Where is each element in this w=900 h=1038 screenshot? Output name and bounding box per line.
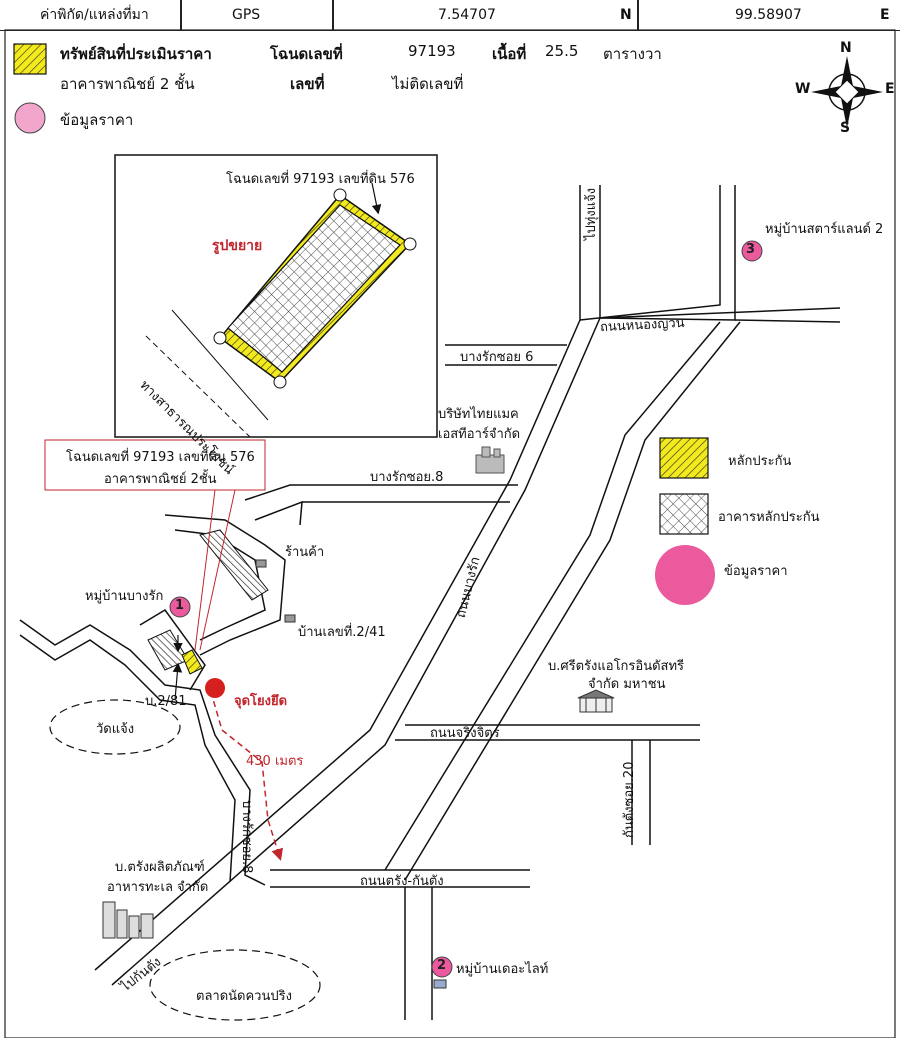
longitude-dir: E	[880, 7, 890, 23]
latitude-value: 7.54707	[438, 7, 496, 23]
checkpoint-dot	[205, 678, 225, 698]
inset-deed-text: โฉนดเลขที่ 97193 เลขที่ดิน 576	[226, 172, 415, 187]
legend-collateral-swatch	[13, 43, 47, 75]
label-road-nongyuan: ถนนหนองญวน	[599, 315, 685, 336]
compass-s: S	[840, 120, 851, 136]
legend-right-building-label: อาคารหลักประกัน	[718, 510, 820, 525]
callout-line1: โฉนดเลขที่ 97193 เลขที่ดิน 576	[66, 450, 255, 465]
route-distance	[207, 681, 284, 861]
label-company2-line1: บ.ศรีตรังแอโกรอินดัสทรี	[548, 659, 685, 674]
legend-right-collateral-label: หลักประกัน	[728, 454, 792, 469]
label-bangrak-soi8-vertical: บางรักซอย.8	[239, 800, 254, 874]
marker-3-dot	[741, 240, 763, 262]
label-house-no: บ้านเลขที่.2/41	[298, 625, 386, 640]
compass-n: N	[840, 40, 852, 56]
legend-area-value: 25.5	[545, 42, 579, 60]
label-shop: ร้านค้า	[285, 545, 325, 560]
marker-3-label: 3	[746, 242, 756, 257]
compass-w: W	[795, 81, 811, 97]
legend-area-unit: ตารางวา	[603, 45, 662, 63]
wat-ellipse	[49, 699, 181, 755]
marker-2-label: 2	[437, 958, 447, 973]
legend-number-label: เลขที่	[290, 75, 325, 93]
legend-deed-label: โฉนดเลขที่	[270, 45, 343, 63]
label-company1-line1: บริษัทไทยแมค	[438, 407, 519, 422]
compass-e: E	[885, 81, 895, 97]
label-village-bangrak: หมู่บ้านบางรัก	[85, 589, 164, 604]
label-market: ตลาดนัดควนปริง	[196, 989, 292, 1004]
label-company1-line2: เอสทีอาร์จำกัด	[438, 427, 521, 442]
market-ellipse	[149, 949, 321, 1021]
callout-line2: อาคารพาณิชย์ 2ชั้น	[104, 472, 217, 487]
label-wat: วัดแจ้ง	[96, 722, 135, 737]
label-soi8: บางรักซอย.8	[370, 470, 444, 485]
inset-plot	[145, 182, 417, 438]
longitude-value: 99.58907	[735, 7, 802, 23]
shop-icon	[255, 559, 267, 568]
industrial-plant-icon	[102, 901, 154, 939]
marker-1-label: 1	[175, 598, 185, 613]
map-collateral-plot	[181, 649, 203, 675]
label-jaringjit-road: ถนนจริงจิตร	[430, 726, 500, 741]
label-kantang-soi20: กันตังซอย.20	[622, 761, 637, 838]
label-soi6: บางรักซอย 6	[460, 350, 534, 365]
callout-box	[44, 439, 266, 491]
legend-deed-no: 97193	[408, 42, 456, 60]
label-checkpoint: จุดโยงยึด	[234, 694, 288, 709]
label-distance: 430 เมตร	[246, 754, 304, 769]
legend-right-building	[659, 493, 709, 535]
temple-building-icon	[577, 689, 615, 713]
coord-source: GPS	[232, 7, 261, 23]
legend-area-label: เนื้อที่	[492, 45, 527, 63]
label-village3: หมู่บ้านสตาร์แลนด์ 2	[765, 222, 884, 237]
label-trang-kantang-road: ถนนตรัง-กันตัง	[360, 874, 444, 889]
label-company3-line1: บ.ตรังผลิตภัณฑ์	[115, 860, 205, 875]
factory-icon	[475, 446, 505, 474]
coord-label: ค่าพิกัด/แหล่งที่มา	[40, 7, 149, 23]
marker-1-dot	[169, 596, 191, 618]
compass-rose	[811, 56, 883, 128]
legend-right-collateral	[659, 437, 709, 479]
legend-right-price	[655, 545, 715, 605]
label-ref-house: บ.2/81	[145, 694, 187, 709]
inset-enlarged-label: รูปขยาย	[212, 238, 263, 254]
label-company2-line2: จำกัด มหาชน	[588, 677, 666, 692]
legend-price-label: ข้อมูลราคา	[60, 111, 134, 129]
map-collateral-building	[147, 629, 189, 671]
village-house-icon	[433, 979, 447, 989]
road-network	[19, 185, 841, 1020]
label-road-top: ไปทุ่งแจ้ง	[584, 187, 599, 240]
marker-2-dot	[431, 956, 453, 978]
house-icon	[284, 614, 296, 623]
legend-number-value: ไม่ติดเลขที่	[392, 75, 464, 93]
label-company3-line2: อาหารทะเล จำกัด	[107, 880, 209, 895]
label-village2: หมู่บ้านเดอะไลท์	[456, 962, 549, 977]
legend-price-swatch	[14, 102, 46, 134]
legend-right-price-label: ข้อมูลราคา	[724, 564, 788, 579]
legend-property-label: ทรัพย์สินที่ประเมินราคา	[60, 45, 212, 63]
legend-building-type: อาคารพาณิชย์ 2 ชั้น	[60, 75, 195, 93]
latitude-dir: N	[620, 7, 632, 23]
